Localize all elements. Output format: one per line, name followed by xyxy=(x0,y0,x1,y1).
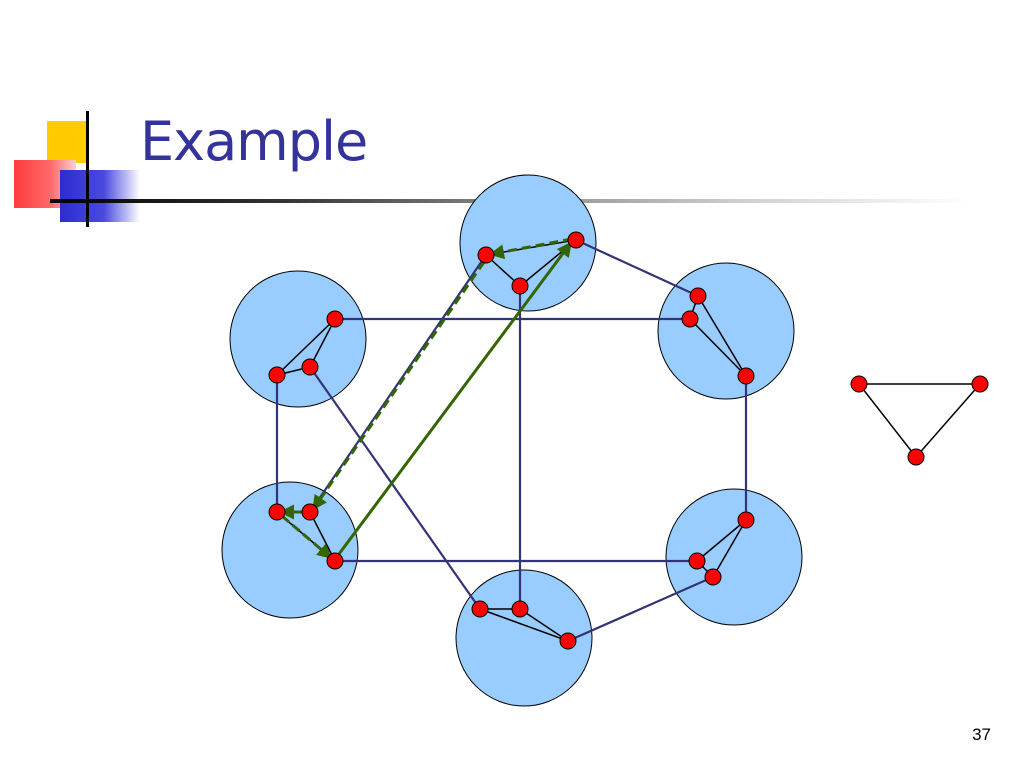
node xyxy=(704,568,722,586)
cluster-group xyxy=(221,174,803,707)
graph-nodes xyxy=(268,231,755,650)
cluster-lower-right xyxy=(665,488,803,626)
node xyxy=(689,287,707,305)
node xyxy=(471,600,489,618)
slide-title: Example xyxy=(140,110,368,173)
node xyxy=(567,231,585,249)
edge xyxy=(309,318,336,368)
page-number: 37 xyxy=(972,725,991,744)
triangle-legend xyxy=(850,375,989,466)
node xyxy=(737,367,755,385)
edge xyxy=(697,295,747,377)
edge xyxy=(479,608,569,642)
decor-square-blue xyxy=(60,170,140,222)
edge xyxy=(575,239,699,297)
node xyxy=(907,448,925,466)
inter-cluster-edges xyxy=(275,239,748,643)
edge xyxy=(712,519,747,578)
path-edge-dashed xyxy=(281,514,333,559)
node xyxy=(737,511,755,529)
cluster-upper-right xyxy=(657,262,795,400)
edge xyxy=(689,318,747,377)
node xyxy=(326,552,344,570)
path-edge-solid xyxy=(337,241,572,555)
node xyxy=(477,246,495,264)
node xyxy=(688,552,706,570)
node xyxy=(326,310,344,328)
edge xyxy=(519,608,569,642)
node xyxy=(268,503,286,521)
node xyxy=(511,600,529,618)
cluster-lower-left xyxy=(221,481,359,619)
node xyxy=(301,358,319,376)
edge xyxy=(309,366,481,610)
cluster-bottom xyxy=(455,569,593,707)
node xyxy=(850,375,868,393)
decor-vertical-line xyxy=(86,111,89,227)
edge xyxy=(567,575,714,643)
node xyxy=(301,503,319,521)
edge xyxy=(696,519,747,562)
edge xyxy=(915,383,981,458)
node xyxy=(511,277,529,295)
edge xyxy=(276,318,336,376)
cluster-top xyxy=(459,174,597,312)
node xyxy=(559,632,577,650)
node xyxy=(681,310,699,328)
cluster-upper-left xyxy=(229,270,367,408)
node xyxy=(268,366,286,384)
edge xyxy=(858,383,917,458)
path-edge-dashed xyxy=(312,261,486,511)
node xyxy=(971,375,989,393)
decor-square-yellow xyxy=(47,121,89,163)
